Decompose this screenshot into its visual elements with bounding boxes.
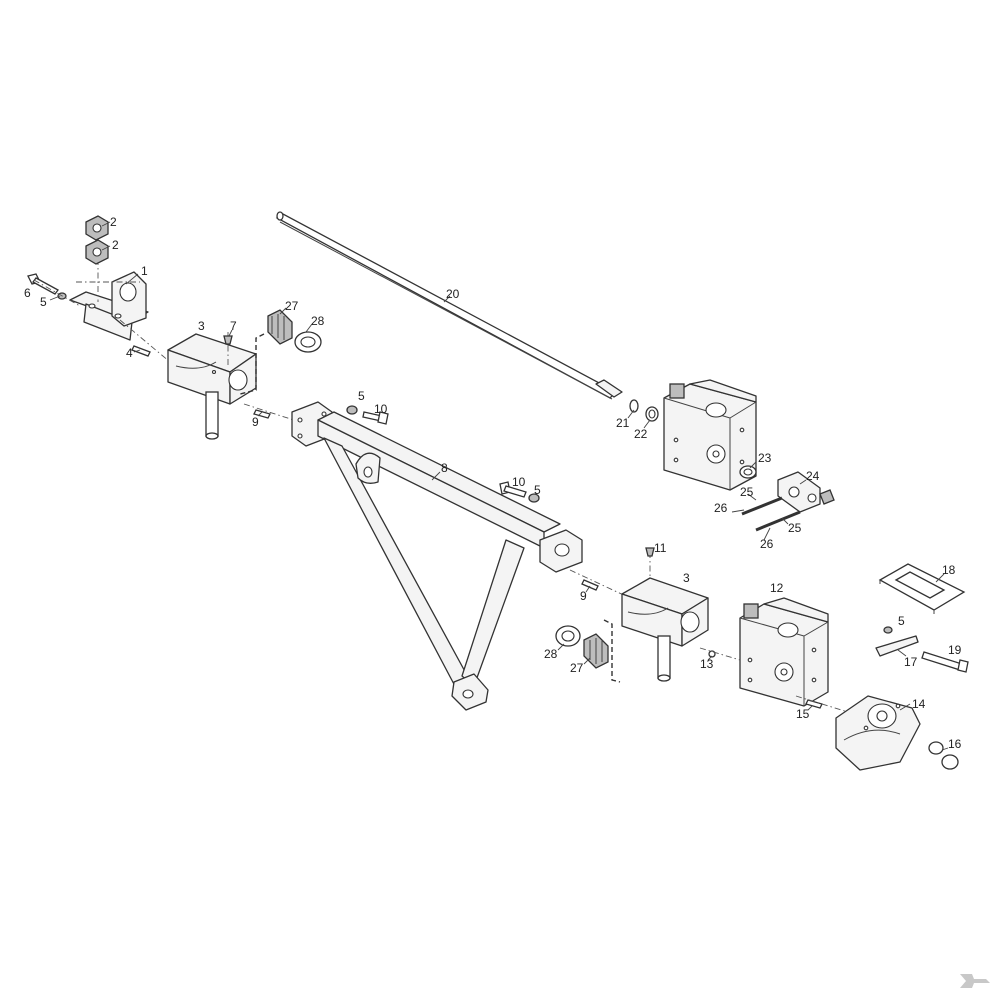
plug-part [928, 741, 959, 770]
callout-10: 10 [512, 475, 526, 489]
callout-16: 16 [948, 737, 962, 751]
bearing-ring-part [555, 625, 581, 647]
bearing-bracket-part [69, 232, 149, 341]
callout-25: 25 [788, 521, 802, 535]
callout-6: 6 [24, 286, 31, 300]
callout-2: 2 [112, 238, 119, 252]
callout-28: 28 [544, 647, 558, 661]
callout-24: 24 [806, 469, 820, 483]
callout-2: 2 [110, 215, 117, 229]
bevel-gear-part [583, 633, 609, 669]
callout-5: 5 [358, 389, 365, 403]
seal-part [629, 399, 659, 422]
gearbox-housing-part [167, 333, 257, 440]
callout-22: 22 [634, 427, 648, 441]
logo-mark [960, 974, 990, 988]
callout-19: 19 [948, 643, 962, 657]
callout-27: 27 [570, 661, 584, 675]
callout-20: 20 [446, 287, 460, 301]
callout-10: 10 [374, 402, 388, 416]
callout-25: 25 [740, 485, 754, 499]
pin-part [243, 403, 301, 423]
callout-5: 5 [898, 614, 905, 628]
callout-4: 4 [126, 346, 133, 360]
callout-8: 8 [441, 461, 448, 475]
pin-part [795, 695, 849, 713]
callout-26: 26 [714, 501, 728, 515]
callout-3: 3 [683, 571, 690, 585]
callout-3: 3 [198, 319, 205, 333]
callout-17: 17 [904, 655, 918, 669]
callout-5: 5 [40, 295, 47, 309]
callout-26: 26 [760, 537, 774, 551]
callout-21: 21 [616, 416, 630, 430]
callout-5: 5 [534, 483, 541, 497]
callout-28: 28 [311, 314, 325, 328]
screw-part [645, 547, 655, 584]
bolt-part [346, 405, 389, 425]
gearbox-housing-part [621, 577, 709, 682]
mounting-bracket-part [875, 626, 969, 673]
nut-part [85, 215, 109, 265]
callout-11: 11 [654, 541, 667, 555]
bevel-gear-part [267, 309, 293, 345]
washer-part [699, 647, 741, 661]
gearbox-part [739, 597, 829, 707]
callout-labels: 1 2 2 3 3 4 5 5 5 5 6 7 8 9 9 10 10 11 1… [24, 215, 962, 751]
support-housing-part [835, 695, 921, 771]
callout-9: 9 [252, 415, 259, 429]
callout-15: 15 [796, 707, 810, 721]
pin-part [119, 319, 171, 363]
callout-27: 27 [285, 299, 299, 313]
bolt-part [499, 481, 540, 503]
cover-plate-part [878, 563, 966, 614]
callout-9: 9 [580, 589, 587, 603]
pin-part [741, 496, 801, 532]
callout-13: 13 [700, 657, 714, 671]
callout-18: 18 [942, 563, 956, 577]
callout-23: 23 [758, 451, 772, 465]
pin-part [569, 569, 631, 599]
callout-12: 12 [770, 581, 784, 595]
kramp-k-logo-icon [960, 974, 990, 988]
callout-1: 1 [141, 264, 148, 278]
bearing-ring-part [294, 331, 322, 353]
callout-14: 14 [912, 697, 926, 711]
main-gearbox-part [663, 379, 757, 491]
drive-shaft-part [275, 211, 623, 400]
bolt-part [27, 273, 81, 307]
seal-part [739, 465, 757, 479]
callout-7: 7 [230, 319, 237, 333]
universal-joint-part [777, 471, 835, 513]
a-frame-part [291, 401, 583, 711]
